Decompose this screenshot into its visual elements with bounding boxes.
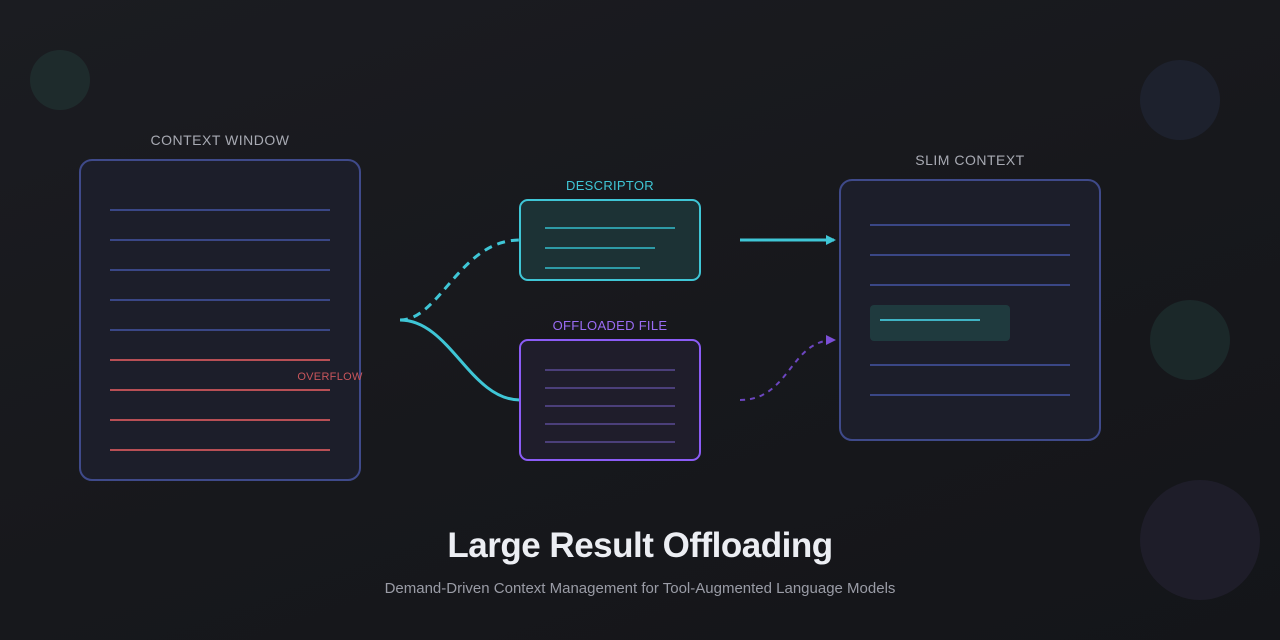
page-subtitle: Demand-Driven Context Management for Too…	[384, 580, 896, 597]
page-title: Large Result Offloading	[447, 526, 833, 565]
retrieval-arrow	[739, 335, 836, 401]
slim-context-label: SLIM CONTEXT	[915, 152, 1024, 168]
overflow-label: OVERFLOW	[297, 371, 363, 383]
overflow-lines	[110, 359, 330, 451]
descriptor-box	[519, 199, 701, 281]
decor-circle	[30, 50, 90, 110]
decor-circle	[1140, 60, 1220, 140]
descriptor-chip	[870, 305, 1010, 341]
offloaded-file-label: OFFLOADED FILE	[553, 318, 668, 333]
descriptor-label: DESCRIPTOR	[566, 178, 654, 193]
decor-circle	[1150, 300, 1230, 380]
context-lines	[110, 209, 330, 331]
offload-connector	[399, 318, 521, 402]
descriptor-connector	[399, 238, 521, 322]
context-window-box	[79, 159, 361, 481]
context-window-label: CONTEXT WINDOW	[151, 132, 290, 148]
decor-circle	[1140, 480, 1260, 600]
